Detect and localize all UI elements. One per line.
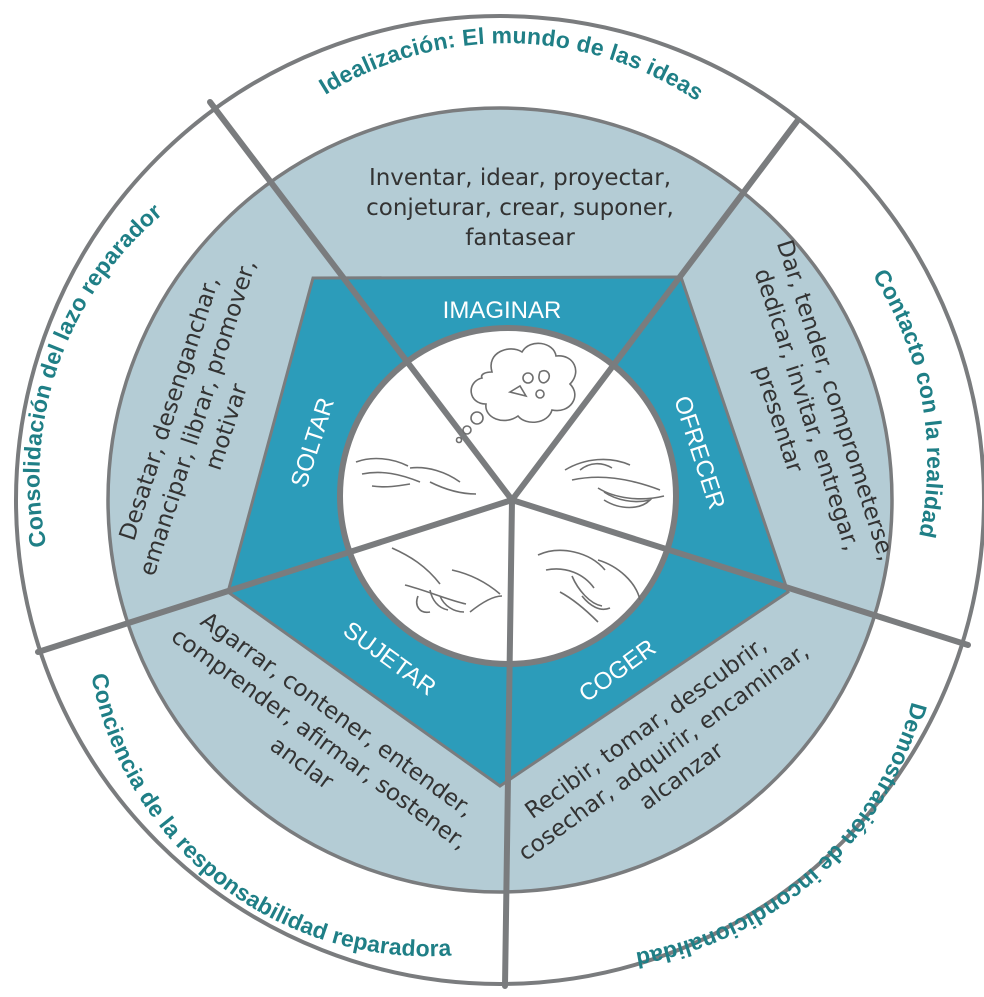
spoke-soltar-imaginar <box>207 99 515 503</box>
thought-bubble-icon <box>455 342 577 444</box>
core-label-imaginar: IMAGINAR <box>443 297 562 324</box>
verbs-imaginar-line-3: fantasear <box>465 225 575 251</box>
verbs-imaginar-line-1: Inventar, idear, proyectar, <box>369 165 671 191</box>
holding-hands-icon <box>537 549 641 623</box>
releasing-hands-icon <box>355 457 477 495</box>
spoke-imaginar-ofrecer <box>509 117 801 503</box>
spoke-sujetar-soltar <box>35 497 515 655</box>
verbs-imaginar-line-2: conjeturar, crear, suponer, <box>366 195 674 221</box>
verbs-imaginar: Inventar, idear, proyectar, conjeturar, … <box>366 165 674 251</box>
spoke-ofrecer-coger <box>509 497 971 648</box>
handshake-icon <box>391 547 503 614</box>
spokes <box>35 99 971 989</box>
spoke-coger-sujetar <box>502 497 515 989</box>
open-hand-icon <box>564 458 665 509</box>
